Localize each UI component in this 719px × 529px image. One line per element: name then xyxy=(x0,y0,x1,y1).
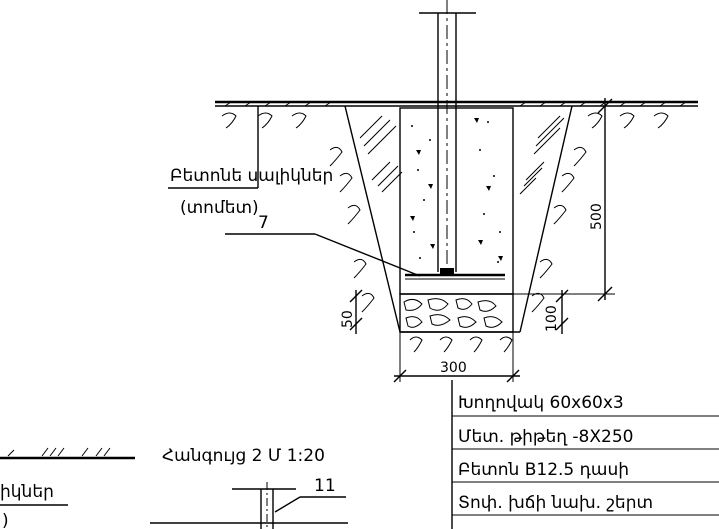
dimension-100-label: 100 xyxy=(544,305,560,332)
legend-item-plate: Մետ. թիթեղ -8X250 xyxy=(458,427,633,447)
dimension-width: 300 xyxy=(393,332,520,383)
legend-item-gravel: Տոփ. խճի նախ. շերտ xyxy=(458,493,653,513)
detail-2-partial: Հանգույց 2 Մ 1:20 իկներ ) 11 xyxy=(0,446,348,529)
concrete-slabs-sublabel: (տոմետ) xyxy=(180,198,259,218)
callout-7: 7 xyxy=(225,213,421,277)
legend-table: Խողովակ 60x60x3 Մետ. թիթեղ -8X250 Բետոն … xyxy=(451,380,719,529)
dimension-gravel: 50 100 xyxy=(340,289,569,334)
dimension-depth: 500 xyxy=(513,98,615,302)
dimension-500-label: 500 xyxy=(589,203,605,230)
detail-title: Հանգույց 2 Մ 1:20 xyxy=(162,446,325,466)
dimension-50-label: 50 xyxy=(340,310,356,328)
concrete-slabs-label: Բետոնե սալիկներ xyxy=(170,166,333,186)
steel-post xyxy=(405,0,505,280)
concrete-slabs-callout: Բետոնե սալիկներ (տոմետ) xyxy=(168,106,333,218)
dimension-300-label: 300 xyxy=(440,360,467,376)
legend-item-pipe: Խողովակ 60x60x3 xyxy=(458,393,624,413)
legend-item-concrete: Բետոն B12.5 դասի xyxy=(458,460,629,480)
cut-label-fragment: իկներ xyxy=(0,482,54,502)
cut-sublabel-fragment: ) xyxy=(2,511,9,529)
item-number-7: 7 xyxy=(258,213,269,233)
item-number-11: 11 xyxy=(314,476,336,496)
